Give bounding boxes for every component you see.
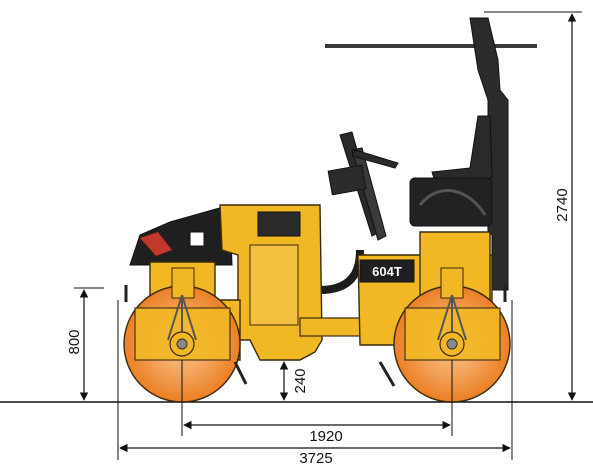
model-label: 604T bbox=[372, 264, 402, 279]
hood-latch bbox=[189, 231, 205, 247]
front-hub-cap bbox=[176, 338, 188, 350]
housing-vent bbox=[257, 211, 301, 237]
control-box bbox=[327, 164, 367, 196]
hydraulic-hose-lower bbox=[319, 249, 364, 294]
front-scraper bbox=[233, 361, 248, 385]
red-stripe bbox=[139, 231, 173, 257]
front-bearing-block bbox=[171, 267, 195, 299]
rear-hub-cap bbox=[446, 338, 458, 350]
canopy-bar bbox=[325, 44, 537, 48]
rear-scraper bbox=[378, 361, 396, 387]
ground-clearance-label: 240 bbox=[292, 368, 309, 393]
overall-height-label: 2740 bbox=[554, 188, 571, 221]
engine-hood bbox=[129, 204, 233, 266]
seat-base bbox=[409, 177, 493, 227]
model-plate bbox=[359, 259, 415, 283]
steering-wheel bbox=[351, 149, 399, 169]
rear-bearing-block bbox=[440, 267, 464, 299]
wheelbase-label: 1920 bbox=[309, 428, 342, 445]
hydraulic-hose bbox=[418, 189, 487, 216]
axle-height-label: 800 bbox=[66, 329, 83, 354]
overall-length-label: 3725 bbox=[299, 450, 332, 466]
housing-door bbox=[249, 244, 299, 326]
